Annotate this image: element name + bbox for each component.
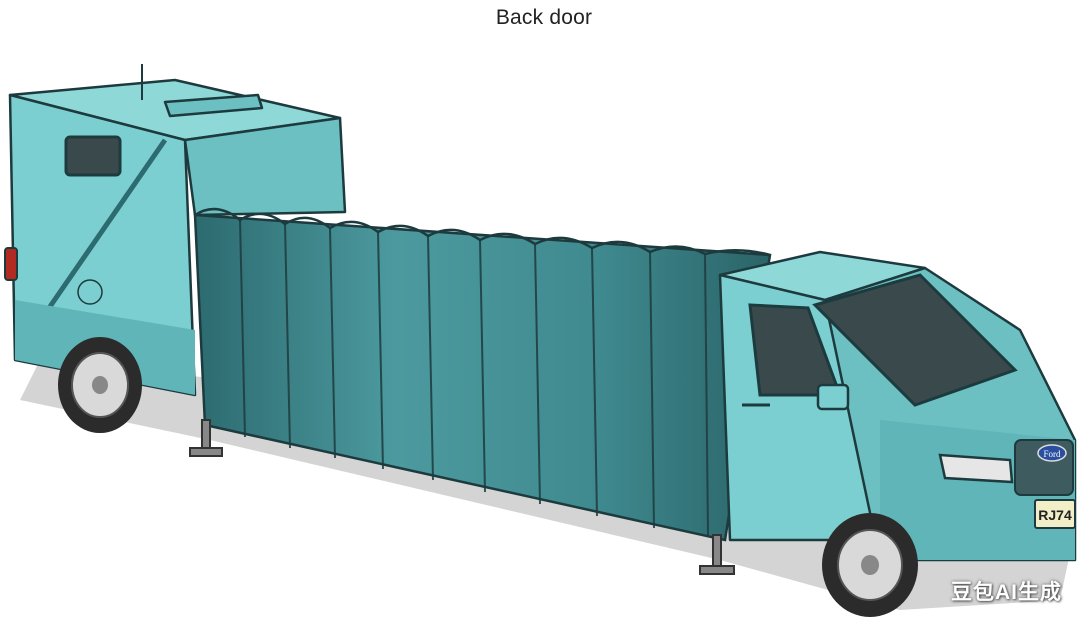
fuel-cap [77,279,103,305]
rear-window [64,135,122,177]
front-wheel [822,513,918,617]
watermark: 豆包AI生成 [951,581,1062,604]
license-plate-text: RJ74 [1038,507,1072,523]
rear-wheel [58,337,142,433]
tail-light [4,247,18,281]
windshield [812,273,1018,407]
support-jack-front [699,534,735,575]
accordion-bellows [193,207,772,542]
caption-back-door: Back door [495,6,593,29]
headlight [938,453,1014,484]
brand-emblem [1037,444,1067,462]
side-mirror [816,383,850,411]
support-jack-rear [189,419,223,457]
license-plate: RJ74 [1034,499,1076,529]
emblem-text: Ford [1043,449,1061,459]
